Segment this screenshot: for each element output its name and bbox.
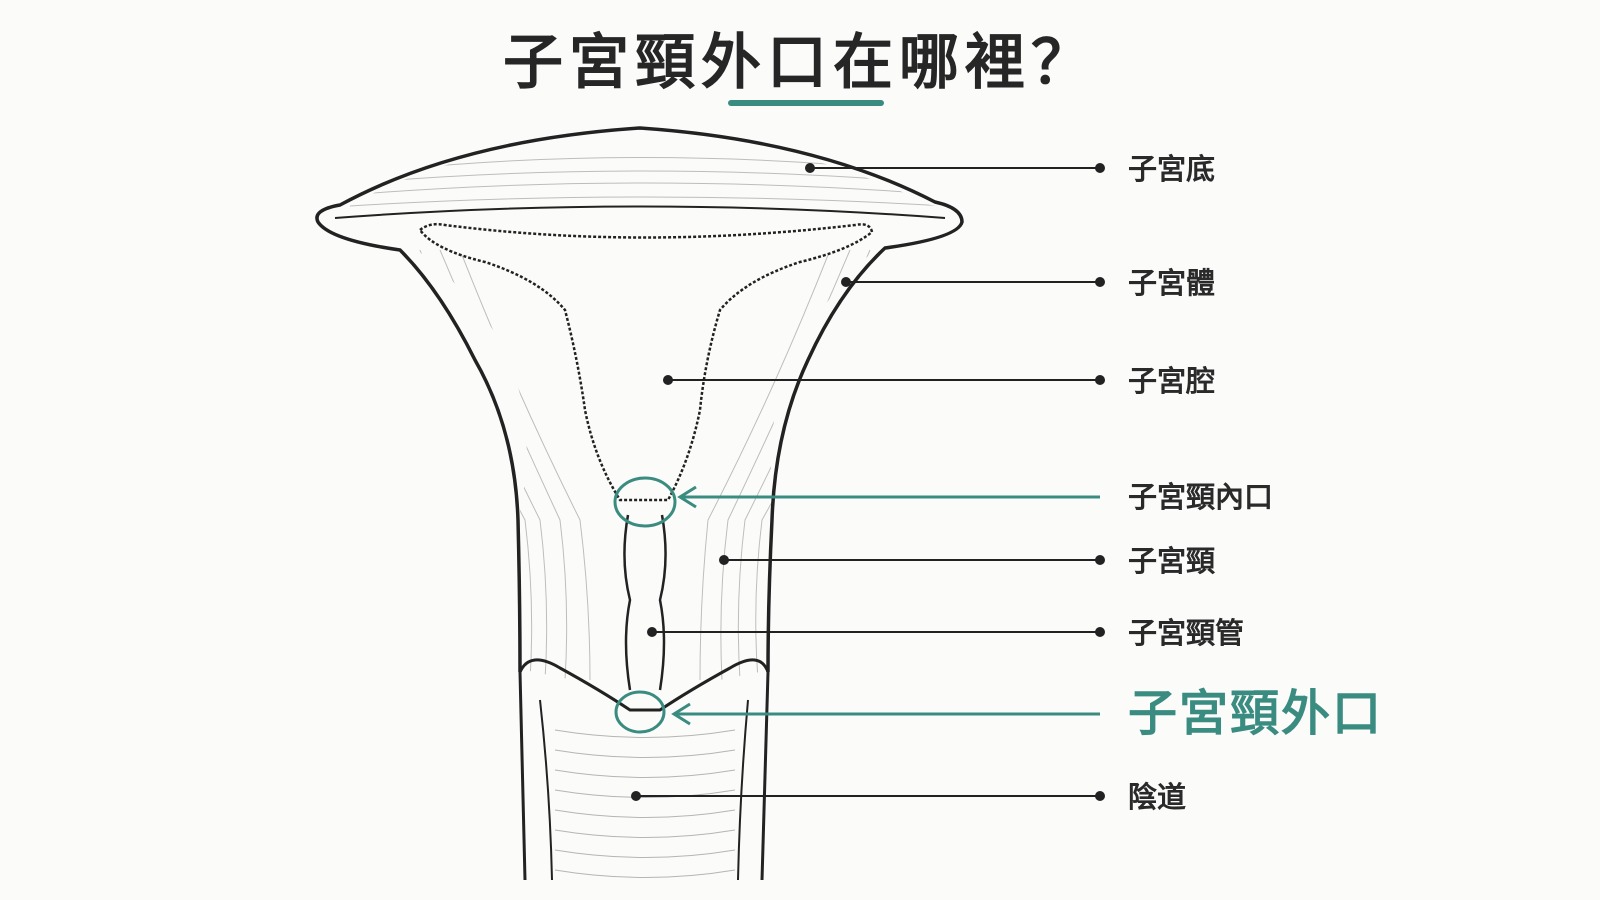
horn-inner-line [334, 205, 946, 219]
vagina-inner-left [539, 699, 553, 881]
title-underline [728, 100, 884, 106]
internal-os-circle [613, 476, 677, 528]
cervix-lips [518, 658, 770, 712]
label-vagina: 陰道 [1128, 780, 1187, 814]
label-body: 子宮體 [1128, 266, 1216, 300]
label-external-os: 子宮頸外口 [1128, 685, 1384, 742]
label-cervix: 子宮頸 [1128, 544, 1216, 578]
cervical-canal-outline-right [658, 514, 667, 691]
uterus-outline [315, 126, 964, 673]
page-title: 子宮頸外口在哪裡？ [503, 28, 1097, 98]
label-fundus: 子宮底 [1128, 152, 1216, 186]
uterine-cavity-outline [418, 222, 874, 502]
label-cavity: 子宮腔 [1128, 364, 1216, 398]
label-cervical-canal: 子宮頸管 [1128, 616, 1245, 650]
leader-lines [631, 163, 1105, 801]
cervical-canal-outline [623, 514, 632, 691]
vagina-outer-right [760, 671, 770, 881]
arrow-leaders [671, 485, 1100, 726]
vagina-inner-right [737, 699, 749, 881]
vagina-outer-left [518, 671, 527, 881]
label-internal-os: 子宮頸內口 [1128, 480, 1274, 514]
vaginal-rugae [554, 729, 736, 878]
external-os-circle [614, 690, 666, 734]
